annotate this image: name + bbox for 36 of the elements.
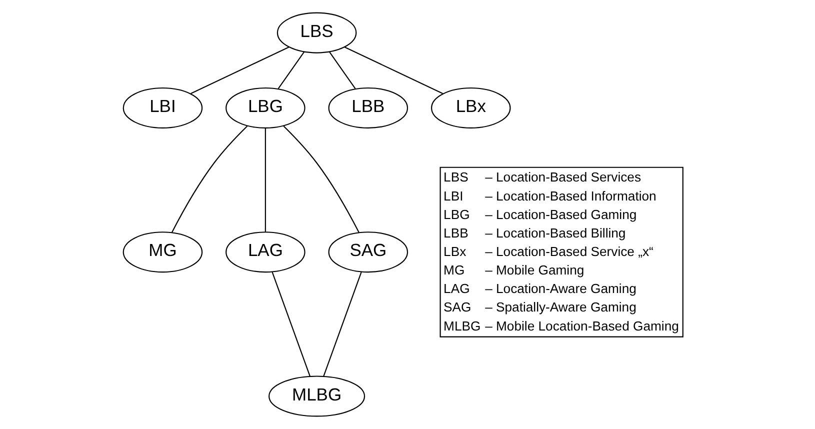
- node-ellipse: LBS: [276, 12, 357, 54]
- label: LBI: [444, 188, 464, 204]
- connector: [190, 46, 290, 94]
- label: – Location-Based Service „x“: [485, 244, 654, 260]
- label: – Location-Based Billing: [485, 225, 626, 240]
- node-ellipse: MG: [122, 232, 203, 273]
- label: – Location-Based Information: [485, 188, 656, 204]
- label: LBS: [444, 170, 468, 185]
- label: – Mobile Gaming: [485, 262, 584, 278]
- node-ellipse: LBG: [226, 87, 306, 128]
- connector: [323, 272, 362, 376]
- label: LAG: [444, 281, 470, 296]
- label: MG: [444, 262, 465, 278]
- label: – Location-Based Services: [485, 170, 642, 185]
- label: – Location-Aware Gaming: [485, 281, 636, 296]
- label: – Mobile Location-Based Gaming: [485, 318, 679, 334]
- label: SAG: [444, 300, 472, 315]
- label: – Spatially-Aware Gaming: [485, 300, 636, 315]
- node-ellipse: LAG: [226, 232, 306, 273]
- connector: [272, 272, 310, 376]
- label: – Location-Based Gaming: [485, 206, 637, 222]
- node-ellipse: LBB: [328, 87, 408, 128]
- node-ellipse: MLBG: [268, 376, 366, 417]
- connector: [171, 126, 248, 233]
- node-ellipse: LBI: [122, 87, 203, 128]
- label: LBx: [444, 244, 466, 260]
- connector: [264, 128, 266, 232]
- label: MLBG: [444, 318, 481, 334]
- label: LBG: [444, 206, 470, 222]
- connector: [278, 52, 305, 89]
- node-ellipse: SAG: [328, 232, 408, 273]
- node-ellipse: LBx: [431, 87, 511, 128]
- label: LBB: [444, 225, 468, 240]
- connector: [344, 46, 443, 94]
- connector: [329, 52, 356, 89]
- connector: [283, 126, 360, 233]
